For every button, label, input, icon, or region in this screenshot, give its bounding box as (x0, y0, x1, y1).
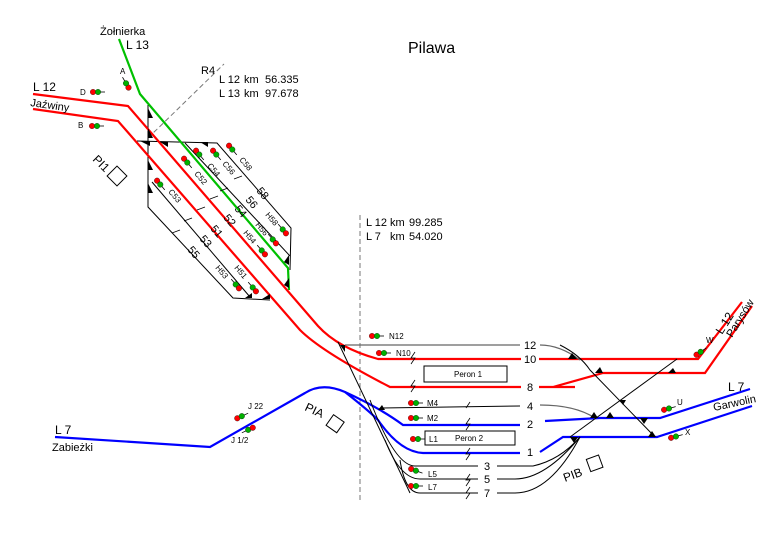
km-r4-block: L 12 km 56.335 L 13 km 97.678 (219, 74, 299, 100)
signal-label: H51 (232, 264, 249, 281)
post-pia-box (325, 413, 345, 434)
track-number: 5 (484, 474, 490, 486)
signal-u-icon (660, 403, 677, 414)
signal-label: L5 (428, 470, 437, 479)
l12-west-direction: Jaźwiny (30, 97, 71, 114)
track-number: 7 (484, 488, 490, 500)
track-number: 12 (524, 340, 536, 352)
switch-markers (140, 108, 676, 443)
signal-label: N12 (389, 332, 404, 341)
l13-direction: Żołnierka (100, 25, 146, 38)
track-l7-1 (344, 391, 753, 455)
track-number: 1 (527, 447, 533, 459)
platform-1-label: Peron 1 (454, 370, 483, 379)
signal-label: L1 (429, 435, 438, 444)
signal-label: J 1/2 (231, 436, 249, 445)
svg-text:L 7: L 7 (366, 231, 381, 243)
signal-label: J 22 (248, 402, 264, 411)
signal-h53-icon (228, 276, 244, 293)
svg-text:97.678: 97.678 (265, 88, 299, 100)
signal-label: C56 (220, 160, 237, 177)
post-pia-label: PIA (303, 400, 326, 421)
svg-text:km: km (390, 217, 405, 229)
track-l12-main-10 (32, 92, 743, 361)
km-marker-r4 (147, 63, 225, 139)
post-pi1-label: PI1 (90, 152, 113, 175)
signal-l5-icon (407, 464, 424, 477)
svg-text:km: km (390, 231, 405, 243)
post-pib-label: PIB (561, 465, 584, 485)
svg-text:L 12: L 12 (366, 217, 387, 229)
platform-2 (424, 430, 516, 446)
signal-m2-icon (407, 414, 424, 422)
svg-text:54.020: 54.020 (409, 231, 443, 243)
signal-label: W (706, 336, 714, 345)
signals: D B A C58 C56 C54 C52 C53 H58 H56 H54 H5… (78, 67, 714, 492)
signal-n12-icon (368, 332, 385, 340)
track-number: 4 (527, 401, 533, 413)
signal-l1-icon (409, 435, 426, 443)
signal-c54-icon (191, 146, 207, 163)
track-l12-main-8 (32, 107, 753, 389)
svg-text:56.335: 56.335 (265, 74, 299, 86)
signal-label: M4 (427, 399, 439, 408)
signal-n10-icon (375, 349, 392, 357)
track-number: 55 (185, 244, 202, 261)
north-yard-tracks (136, 105, 292, 301)
km-axis-block: L 12 km 99.285 L 7 km 54.020 (366, 217, 443, 243)
post-pi1-box (106, 165, 128, 187)
post-pib-box (585, 454, 604, 473)
svg-text:km: km (244, 88, 259, 100)
signal-b-icon (88, 122, 105, 130)
track-number: 3 (484, 461, 490, 473)
track-number: 10 (524, 354, 536, 366)
signal-m4-icon (407, 399, 424, 407)
signal-label: B (78, 121, 83, 130)
signal-label: M2 (427, 414, 439, 423)
signal-label: H56 (253, 221, 270, 238)
signal-label: X (685, 428, 691, 437)
signal-c56-icon (208, 146, 224, 163)
l12-west-name: L 12 (33, 80, 56, 94)
svg-text:L 12: L 12 (219, 74, 240, 86)
station-title: Pilawa (408, 40, 455, 57)
joint-marks (171, 175, 471, 500)
signal-d-icon (89, 88, 106, 96)
signal-label: C58 (237, 156, 254, 173)
svg-text:L 13: L 13 (219, 88, 240, 100)
track-number: 8 (527, 382, 533, 394)
svg-text:99.285: 99.285 (409, 217, 443, 229)
signal-l7-icon (407, 482, 424, 490)
signal-label: C54 (205, 162, 222, 179)
signal-c53-icon (152, 176, 168, 193)
signal-label: H53 (213, 264, 230, 281)
signal-j22-icon (233, 410, 250, 423)
track-number: 53 (197, 233, 214, 250)
platform-2-label: Peron 2 (455, 434, 484, 443)
signal-label: N10 (396, 349, 411, 358)
l7-west-name: L 7 (55, 423, 72, 437)
signal-a-icon (119, 75, 133, 92)
south-track-numbers: 12 10 8 4 2 1 3 5 7 (484, 338, 539, 500)
signal-label: L7 (428, 483, 437, 492)
svg-text:km: km (244, 74, 259, 86)
l7-west-direction: Zabieżki (52, 442, 93, 454)
track-number: 2 (527, 419, 533, 431)
l7-east-name: L 7 (728, 380, 745, 394)
signal-label: D (80, 88, 86, 97)
signal-label: A (120, 67, 126, 76)
r4-label: R4 (201, 65, 215, 77)
platform-1 (423, 365, 508, 383)
l13-name: L 13 (126, 38, 149, 52)
signal-label: U (677, 398, 683, 407)
